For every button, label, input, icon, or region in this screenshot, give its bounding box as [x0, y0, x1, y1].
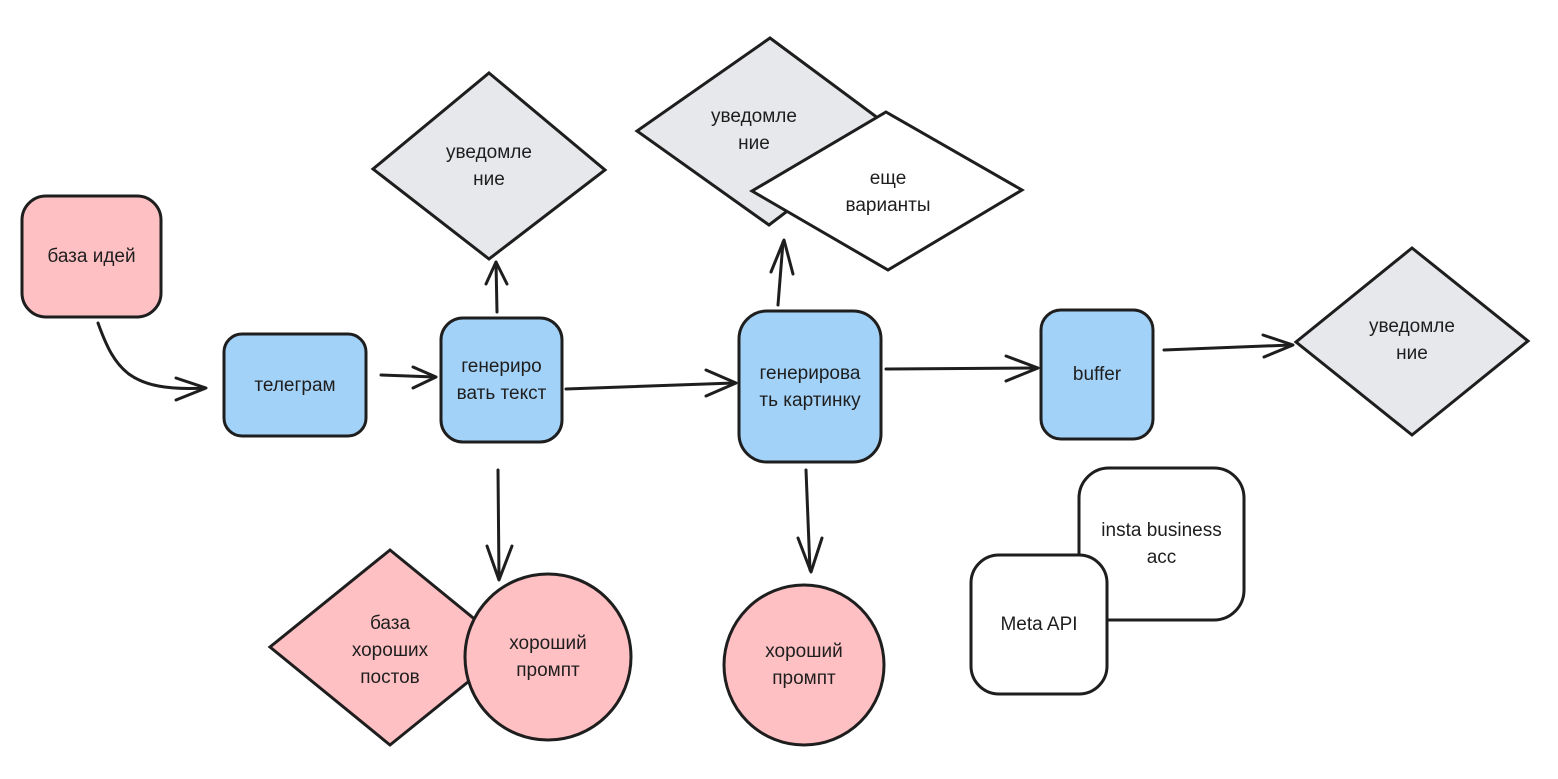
notification-diamond-right [1293, 246, 1531, 437]
arrowhead [769, 238, 795, 276]
good-prompt-circle-right [722, 583, 886, 747]
arrow-gen-image-to-buffer [884, 366, 1038, 371]
idea-base-node [20, 194, 163, 319]
good-posts-base-diamond [267, 548, 513, 747]
arrowhead [485, 544, 514, 582]
telegram-node [222, 332, 368, 438]
generate-text-node [439, 316, 564, 444]
arrowhead [704, 368, 738, 398]
more-variants-diamond [749, 110, 1025, 272]
meta-api-node [969, 553, 1109, 696]
arrow-buffer-to-notification [1162, 343, 1293, 352]
arrowhead [796, 536, 824, 574]
arrowhead [1261, 333, 1295, 359]
arrowhead [174, 376, 208, 402]
arrow-gen-text-to-gen-image [564, 381, 736, 391]
buffer-node [1039, 308, 1155, 441]
notification-diamond-top-left [370, 71, 608, 261]
arrowhead [1004, 354, 1040, 383]
arrow-idea-base-to-telegram [96, 321, 207, 390]
arrowhead [411, 365, 438, 390]
arrow-gen-image-to-variants [776, 240, 785, 307]
good-prompt-circle-left [463, 572, 633, 742]
arrow-gen-text-to-good-posts [496, 468, 501, 580]
arrowhead [484, 260, 509, 286]
arrow-gen-text-to-notification [494, 260, 499, 314]
arrow-gen-image-to-good-prompt [804, 468, 812, 572]
insta-business-acc-node [1077, 466, 1246, 622]
generate-image-node [737, 309, 883, 464]
arrow-telegram-to-gen-text [379, 373, 437, 379]
